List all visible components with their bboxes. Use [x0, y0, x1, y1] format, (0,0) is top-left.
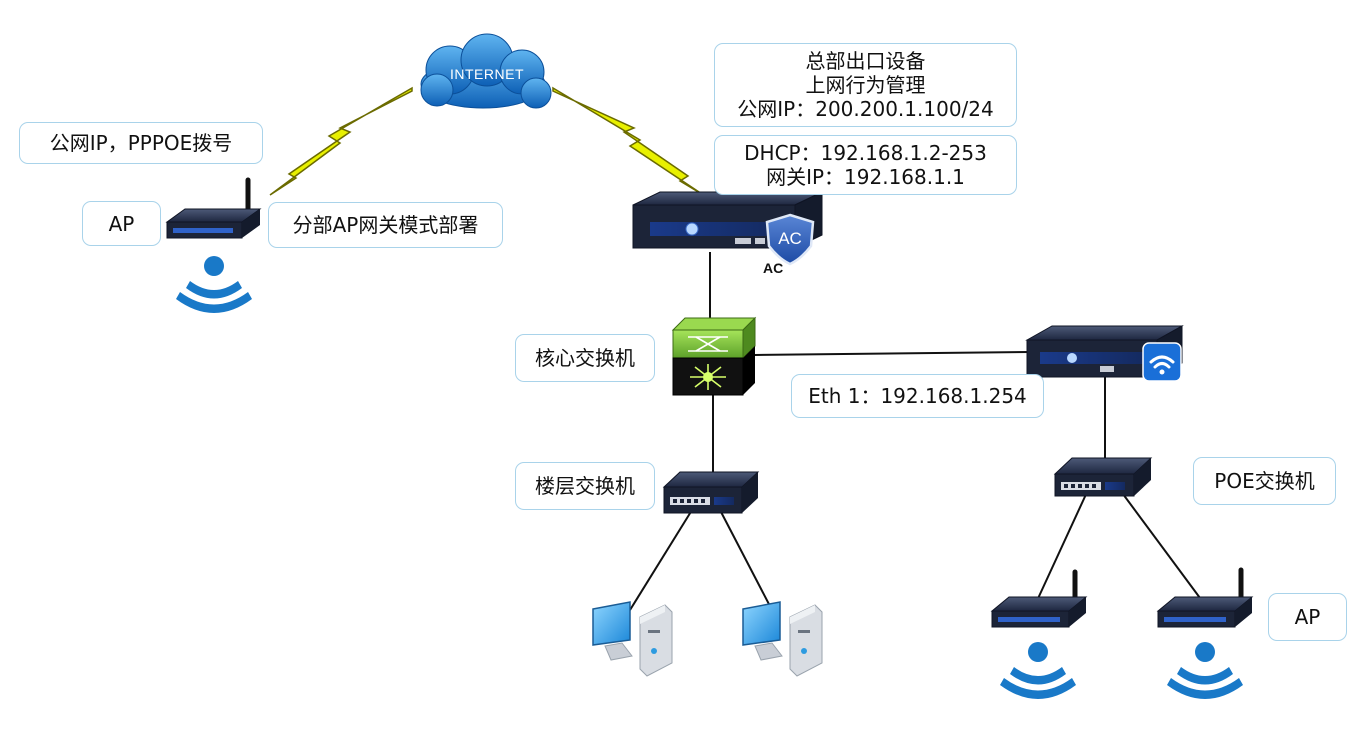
core-switch-icon	[671, 316, 757, 396]
link-floor-pc1	[629, 509, 693, 611]
wifi-badge-icon	[1142, 342, 1182, 382]
link-poe-ap1	[1034, 489, 1089, 606]
dhcp-info-label: DHCP：192.168.1.2-253 网关IP：192.168.1.1	[714, 135, 1017, 195]
branch-public-ip-label: 公网IP，PPPOE拨号	[19, 122, 263, 164]
branch-ap-label: AP	[82, 201, 161, 246]
ap-2-wifi-signal-icon	[1167, 642, 1243, 699]
core-switch-label: 核心交换机	[515, 334, 655, 382]
poe-switch-icon	[1053, 457, 1153, 497]
branch-ap-icon	[165, 177, 262, 239]
pc-2-icon	[742, 601, 823, 677]
branch-wifi-signal-icon	[176, 256, 252, 313]
link-floor-pc2	[719, 509, 773, 611]
poe-switch-label: POE交换机	[1193, 457, 1336, 505]
lightning-bolt-right	[552, 86, 706, 197]
ap-1-icon	[990, 569, 1088, 628]
ac-shield-label: AC	[778, 229, 802, 248]
eth1-label: Eth 1：192.168.1.254	[791, 374, 1044, 418]
internet-label: INTERNET	[450, 66, 524, 82]
floor-switch-label: 楼层交换机	[515, 462, 655, 510]
connection-lines	[629, 252, 1201, 611]
floor-switch-icon	[662, 471, 760, 514]
wireless-controller-icon	[1025, 325, 1184, 382]
hq-exit-device-label: 总部出口设备 上网行为管理 公网IP：200.200.1.100/24	[714, 43, 1017, 127]
lightning-bolt-left	[269, 86, 413, 196]
ap-2-icon	[1156, 567, 1254, 628]
ac-shield-icon: AC	[765, 213, 815, 266]
branch-mode-label: 分部AP网关模式部署	[268, 202, 503, 248]
right-ap-label: AP	[1268, 593, 1347, 641]
ac-caption: AC	[763, 260, 784, 276]
link-poe-ap2	[1119, 489, 1201, 599]
link-core-wireless-controller	[754, 351, 1031, 356]
internet-cloud-icon: INTERNET	[420, 33, 552, 109]
ac-gateway-device-icon: AC	[632, 191, 823, 266]
pc-1-icon	[592, 601, 673, 677]
ap-1-wifi-signal-icon	[1000, 642, 1076, 699]
